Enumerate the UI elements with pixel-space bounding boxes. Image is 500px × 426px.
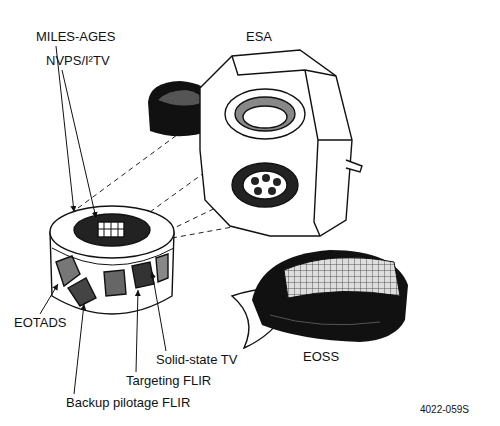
- part-label: Solid-state TV: [156, 353, 237, 367]
- esa-housing: [200, 50, 362, 236]
- part-label: Backup pilotage FLIR: [66, 396, 190, 410]
- turret: [50, 206, 174, 314]
- part-label: MILES-AGES: [36, 30, 115, 44]
- eoss-unit: [252, 250, 408, 342]
- part-label: 4022-059S: [420, 404, 469, 415]
- part-label: Targeting FLIR: [126, 374, 211, 388]
- leader-lines: [40, 46, 166, 394]
- part-label: EOTADS: [14, 316, 67, 330]
- part-label: EOSS: [303, 350, 339, 364]
- part-label: ESA: [246, 30, 272, 44]
- part-label: NVPS/I²TV: [46, 54, 110, 68]
